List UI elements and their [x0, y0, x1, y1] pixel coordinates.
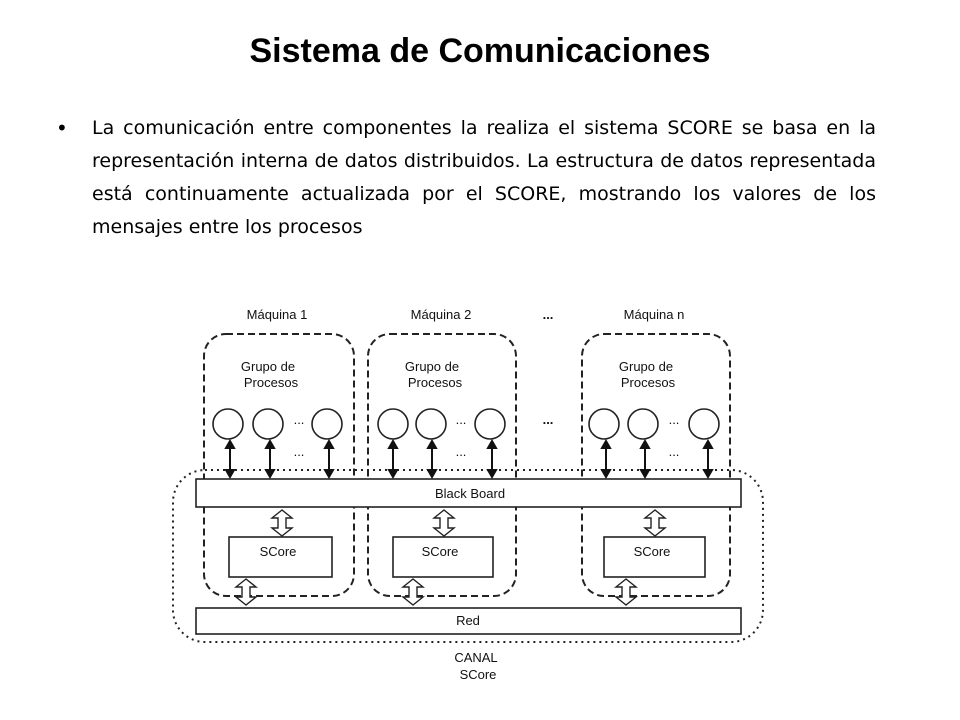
process-blackboard-arrow	[426, 438, 438, 480]
machine-n-label: Máquina n	[624, 307, 685, 322]
network-bar	[195, 607, 742, 635]
process-gap-ellipsis: ...	[543, 412, 554, 427]
process-node	[252, 408, 284, 440]
blackboard-bar	[195, 478, 742, 508]
network-label: Red	[456, 613, 480, 628]
machine-n-boundary	[581, 333, 731, 597]
blackboard-score-arrow	[270, 509, 294, 537]
channel-label-line1: CANAL	[454, 650, 497, 665]
process-ellipsis-2b: ...	[456, 444, 467, 459]
process-ellipsis-na: ...	[669, 412, 680, 427]
score-box-2	[392, 536, 494, 578]
process-node	[377, 408, 409, 440]
process-blackboard-arrow	[639, 438, 651, 480]
score-network-arrow	[614, 578, 638, 606]
slide-title: Sistema de Comunicaciones	[249, 32, 711, 70]
group-label-2a: Grupo de	[405, 359, 459, 374]
process-node	[627, 408, 659, 440]
bullet-text: La comunicación entre componentes la rea…	[92, 117, 876, 238]
process-node	[688, 408, 720, 440]
blackboard-score-arrow	[643, 509, 667, 537]
machine-1-boundary	[203, 333, 355, 597]
process-blackboard-arrow	[224, 438, 236, 480]
bullet-dot-icon: •	[56, 116, 68, 140]
group-label-1a: Grupo de	[241, 359, 295, 374]
bullet-item: • La comunicación entre componentes la r…	[56, 112, 876, 244]
process-node	[415, 408, 447, 440]
process-ellipsis-2a: ...	[456, 412, 467, 427]
group-label-na: Grupo de	[619, 359, 673, 374]
group-label-1b: Procesos	[244, 375, 299, 390]
process-blackboard-arrow	[486, 438, 498, 480]
process-blackboard-arrow	[702, 438, 714, 480]
process-blackboard-arrow	[323, 438, 335, 480]
process-blackboard-arrow	[264, 438, 276, 480]
blackboard-score-arrow	[432, 509, 456, 537]
process-ellipsis-1a: ...	[294, 412, 305, 427]
process-node	[311, 408, 343, 440]
process-blackboard-arrow	[600, 438, 612, 480]
channel-label-line2: SCore	[460, 667, 497, 682]
machine-2-boundary	[367, 333, 517, 597]
machine-1-label: Máquina 1	[247, 307, 308, 322]
score-label-2: SCore	[422, 544, 459, 559]
score-network-arrow	[234, 578, 258, 606]
machine-2-label: Máquina 2	[411, 307, 472, 322]
process-node	[474, 408, 506, 440]
group-label-2b: Procesos	[408, 375, 463, 390]
score-box-1	[228, 536, 333, 578]
process-blackboard-arrow	[387, 438, 399, 480]
score-box-n	[603, 536, 706, 578]
machine-gap-ellipsis: ...	[543, 307, 554, 322]
process-ellipsis-1b: ...	[294, 444, 305, 459]
process-ellipsis-nb: ...	[669, 444, 680, 459]
score-label-n: SCore	[634, 544, 671, 559]
blackboard-label: Black Board	[435, 486, 505, 501]
score-label-1: SCore	[260, 544, 297, 559]
group-label-nb: Procesos	[621, 375, 676, 390]
process-node	[588, 408, 620, 440]
score-network-arrow	[401, 578, 425, 606]
process-node	[212, 408, 244, 440]
canal-boundary	[172, 469, 764, 643]
